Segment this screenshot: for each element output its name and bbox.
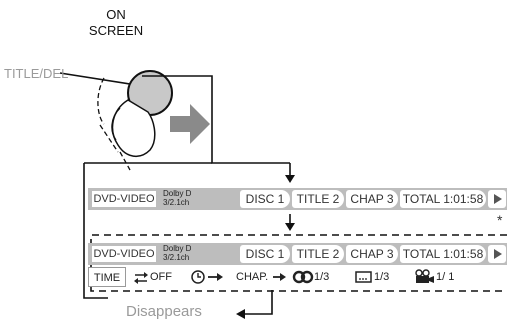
camera-angle-icon	[415, 269, 434, 284]
clock-icon	[191, 270, 223, 284]
on-screen-line1: ON	[106, 7, 126, 22]
chapter-search-cell: CHAP.	[236, 267, 288, 287]
title-del-leader	[59, 72, 131, 85]
down-arrow-icon-2	[285, 223, 295, 231]
angle-cell: 1/ 1	[414, 267, 470, 287]
chapter-indicator-2: CHAP 3	[346, 245, 398, 263]
chap-label: CHAP.	[236, 271, 269, 283]
total-time-indicator-2: TOTAL 1:01:58	[400, 245, 486, 263]
disappears-label: Disappears	[126, 303, 202, 320]
total-time-indicator: TOTAL 1:01:58	[400, 190, 486, 208]
subtitle-value: 1/3	[374, 271, 390, 283]
connector-line	[142, 75, 290, 164]
audio-value: 1/3	[314, 271, 330, 283]
subtitle-icon	[355, 271, 372, 283]
play-icon-2	[488, 245, 506, 263]
subtitle-cell: 1/3	[354, 267, 408, 287]
audio-icon	[292, 270, 314, 284]
title-indicator-2: TITLE 2	[292, 245, 344, 263]
play-icon	[488, 190, 506, 208]
on-screen-label: ON SCREEN	[80, 7, 152, 39]
on-screen-bar-detailed: DVD-VIDEO Dolby D 3/2.1ch DISC 1 TITLE 2…	[88, 243, 507, 265]
audio-format-2: Dolby D 3/2.1ch	[163, 244, 192, 262]
hand-outline-dashed	[97, 77, 105, 125]
press-arrow-icon	[170, 104, 210, 144]
time-cell: TIME	[88, 267, 126, 287]
audio-format: Dolby D 3/2.1ch	[163, 189, 192, 207]
chapter-indicator: CHAP 3	[346, 190, 398, 208]
down-arrow-icon	[285, 175, 295, 183]
repeat-value: OFF	[150, 271, 172, 283]
disc-indicator-2: DISC 1	[240, 245, 290, 263]
title-del-label: TITLE/DEL	[4, 66, 69, 81]
title-indicator: TITLE 2	[292, 190, 344, 208]
media-type: DVD-VIDEO	[92, 191, 156, 207]
bracket-line	[83, 163, 108, 299]
detail-row: TIME OFF CHAP. 1/3 1/3	[88, 267, 507, 287]
finger-icon	[111, 99, 156, 157]
time-search-cell	[190, 267, 232, 287]
on-screen-line2: SCREEN	[88, 23, 144, 38]
repeat-cell: OFF	[132, 267, 184, 287]
left-arrow-icon	[236, 309, 245, 319]
repeat-icon	[134, 272, 148, 285]
disc-indicator: DISC 1	[240, 190, 290, 208]
on-screen-bar: DVD-VIDEO Dolby D 3/2.1ch DISC 1 TITLE 2…	[88, 188, 507, 210]
audio-cell: 1/3	[292, 267, 348, 287]
media-type-2: DVD-VIDEO	[92, 246, 156, 262]
angle-value: 1/ 1	[436, 271, 455, 283]
right-arrow-icon	[273, 273, 287, 282]
asterisk-note: *	[497, 212, 503, 228]
